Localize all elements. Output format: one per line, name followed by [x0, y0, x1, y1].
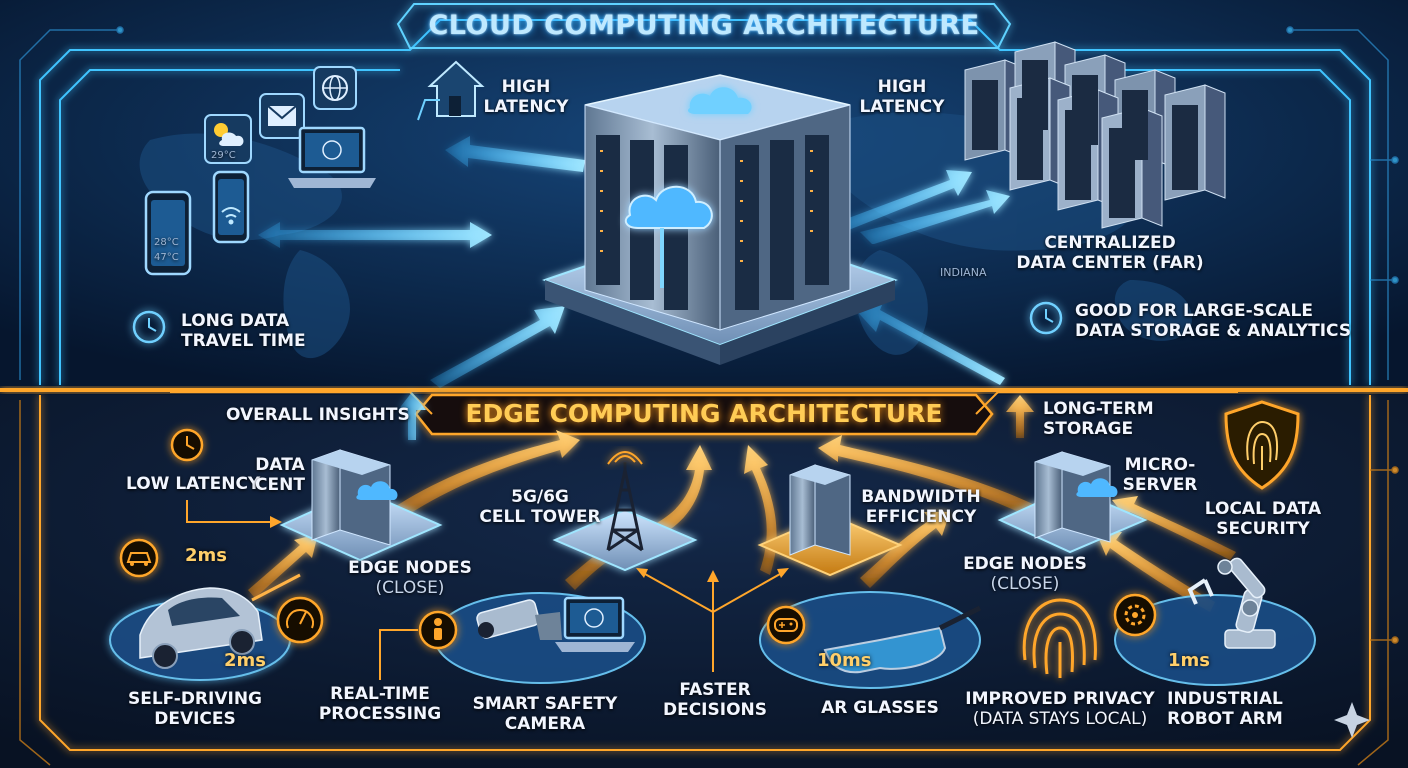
gamepad-icon [766, 605, 806, 645]
high-latency-right-label: HIGH LATENCY [859, 77, 945, 117]
self-driving-devices-label: SELF-DRIVING DEVICES [127, 689, 263, 729]
cloud-icon [1076, 478, 1118, 497]
cloud-data-arrows [258, 136, 1010, 440]
smart-safety-camera-label: SMART SAFETY CAMERA [472, 694, 618, 734]
fingerprint-icon [1022, 598, 1097, 678]
bandwidth-efficiency-label: BANDWIDTH EFFICIENCY [861, 487, 981, 527]
micro-server-label: MICRO- SERVER [1122, 455, 1198, 495]
faster-decisions-label: FASTER DECISIONS [662, 680, 768, 720]
section-divider [0, 388, 1408, 392]
local-data-security-label: LOCAL DATA SECURITY [1204, 499, 1322, 539]
latency-car-1: 2ms [185, 545, 227, 566]
data-cent-label: DATA CENT [255, 455, 305, 495]
person-icon [418, 610, 458, 650]
shield-fingerprint-icon [1224, 400, 1300, 490]
cell-tower-icon [606, 462, 644, 552]
long-data-travel-label: LONG DATA TRAVEL TIME [181, 311, 306, 351]
gear-icon [1113, 593, 1157, 637]
weather-temp-3: 47°C [154, 252, 179, 263]
low-latency-label: LOW LATENCY [126, 474, 261, 494]
sparkle-icon [1334, 702, 1370, 738]
cloud-circuit-frame [39, 3, 1371, 385]
cell-tower-node [552, 451, 698, 572]
real-time-processing-label: REAL-TIME PROCESSING [318, 684, 442, 724]
gold-edge-node [757, 464, 903, 577]
edge-circuit-frame [39, 395, 1371, 751]
home-icon [427, 60, 485, 117]
latency-car-2: 2ms [224, 650, 266, 671]
central-data-center [542, 74, 898, 365]
cloud-icon [356, 481, 398, 500]
centralized-data-center-label: CENTRALIZED DATA CENTER (FAR) [1016, 233, 1204, 273]
clock-icon [1029, 301, 1063, 335]
edge-node-right [997, 451, 1148, 554]
globe-icon [313, 66, 357, 110]
car-icon [119, 538, 159, 578]
cloud-icon [624, 185, 713, 229]
edge-title: EDGE COMPUTING ARCHITECTURE [465, 399, 943, 428]
car-icon [139, 587, 263, 669]
smartphone-icon [144, 190, 192, 276]
wifi-icon [221, 207, 241, 225]
weather-icon [204, 114, 252, 164]
latency-ar-glasses: 10ms [817, 650, 872, 671]
ar-glasses-label: AR GLASSES [821, 698, 939, 718]
laptop-icon [288, 126, 376, 188]
clock-icon [132, 310, 166, 344]
high-latency-left-label: HIGH LATENCY [483, 77, 569, 117]
cell-tower-label: 5G/6G CELL TOWER [479, 487, 601, 527]
mail-icon [259, 93, 305, 139]
overall-insights-label: OVERALL INSIGHTS [226, 405, 410, 425]
latency-robot-arm: 1ms [1168, 650, 1210, 671]
weather-temp-2: 28°C [154, 237, 179, 248]
long-term-storage-label: LONG-TERM STORAGE [1043, 399, 1154, 439]
robot-arm-icon [1187, 557, 1276, 649]
faster-decisions-arrows [644, 573, 781, 672]
edge-node-left [279, 449, 443, 562]
good-for-large-scale-label: GOOD FOR LARGE-SCALE DATA STORAGE & ANAL… [1075, 301, 1352, 341]
cloud-title: CLOUD COMPUTING ARCHITECTURE [428, 10, 980, 41]
cloud-devices [144, 60, 485, 276]
map-region-label: INDIANA [940, 266, 987, 279]
cloud-icon [688, 87, 752, 114]
ar-glasses-icon [823, 605, 982, 674]
industrial-robot-arm-label: INDUSTRIAL ROBOT ARM [1167, 689, 1283, 729]
security-camera-icon [476, 599, 562, 640]
speedometer-icon [276, 596, 324, 644]
edge-nodes-left-label: EDGE NODES (CLOSE) [348, 558, 472, 598]
improved-privacy-label: IMPROVED PRIVACY (DATA STAYS LOCAL) [965, 689, 1155, 729]
clock-icon [170, 428, 204, 462]
edge-nodes-right-label: EDGE NODES (CLOSE) [963, 554, 1087, 594]
laptop-icon [555, 596, 635, 652]
weather-temp-1: 29°C [211, 150, 236, 161]
